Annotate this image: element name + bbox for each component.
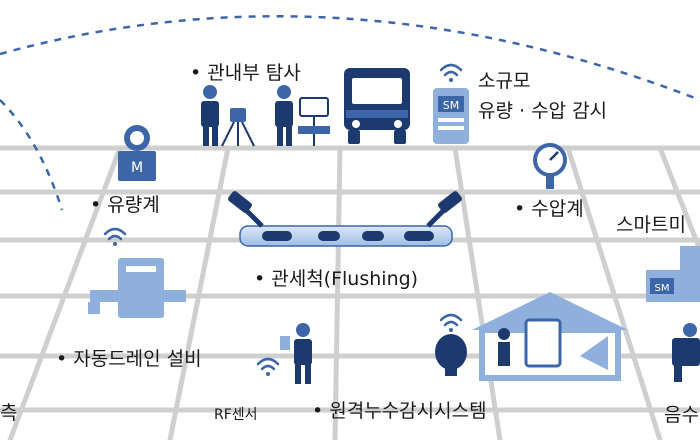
label-left-cut: 측 <box>0 402 18 424</box>
truck-icon <box>344 68 410 144</box>
label-auto-drain: • 자동드레인 설비 <box>56 348 202 370</box>
auto-drain-icon <box>88 258 186 318</box>
label-flow-meter: • 유량계 <box>90 194 160 216</box>
label-pressure-gauge: • 수압계 <box>514 198 584 220</box>
dashed-arc <box>0 14 700 102</box>
label-flow-pressure-monitoring: 유량 · 수압 감시 <box>478 100 608 122</box>
label-pipe-inspection: • 관내부 탐사 <box>190 62 301 84</box>
sm-building-label: SM <box>655 283 670 294</box>
label-smart-meter: 스마트미 <box>616 214 686 236</box>
flushing-pipe-icon <box>228 191 462 247</box>
label-remote-leak-monitoring: • 원격누수감시시스템 <box>312 400 487 422</box>
label-small-block: 소규모 <box>478 70 531 92</box>
sm-station-icon: SM <box>433 88 469 144</box>
wifi-icon <box>439 313 463 332</box>
label-right-cut: 음수 <box>664 404 699 426</box>
flow-meter-letter: M <box>131 160 143 176</box>
label-flushing: • 관세척(Flushing) <box>254 268 419 290</box>
label-rf-sensor: RF센서 <box>214 407 258 423</box>
smart-meter-building-icon: SM <box>646 246 700 302</box>
flow-meter-icon: M <box>118 125 156 181</box>
pressure-gauge-icon <box>533 143 567 189</box>
leak-sensor-icon <box>435 334 467 376</box>
wifi-icon <box>256 357 280 376</box>
sm-station-label: SM <box>443 99 459 112</box>
dashed-arc-left <box>0 99 64 211</box>
rf-sensor-worker-icon <box>280 323 312 384</box>
wifi-icon <box>439 63 463 82</box>
monitoring-house-icon <box>472 292 628 381</box>
inspection-workers-icon <box>201 85 330 147</box>
wifi-icon <box>103 227 127 246</box>
right-worker-icon <box>672 323 700 382</box>
